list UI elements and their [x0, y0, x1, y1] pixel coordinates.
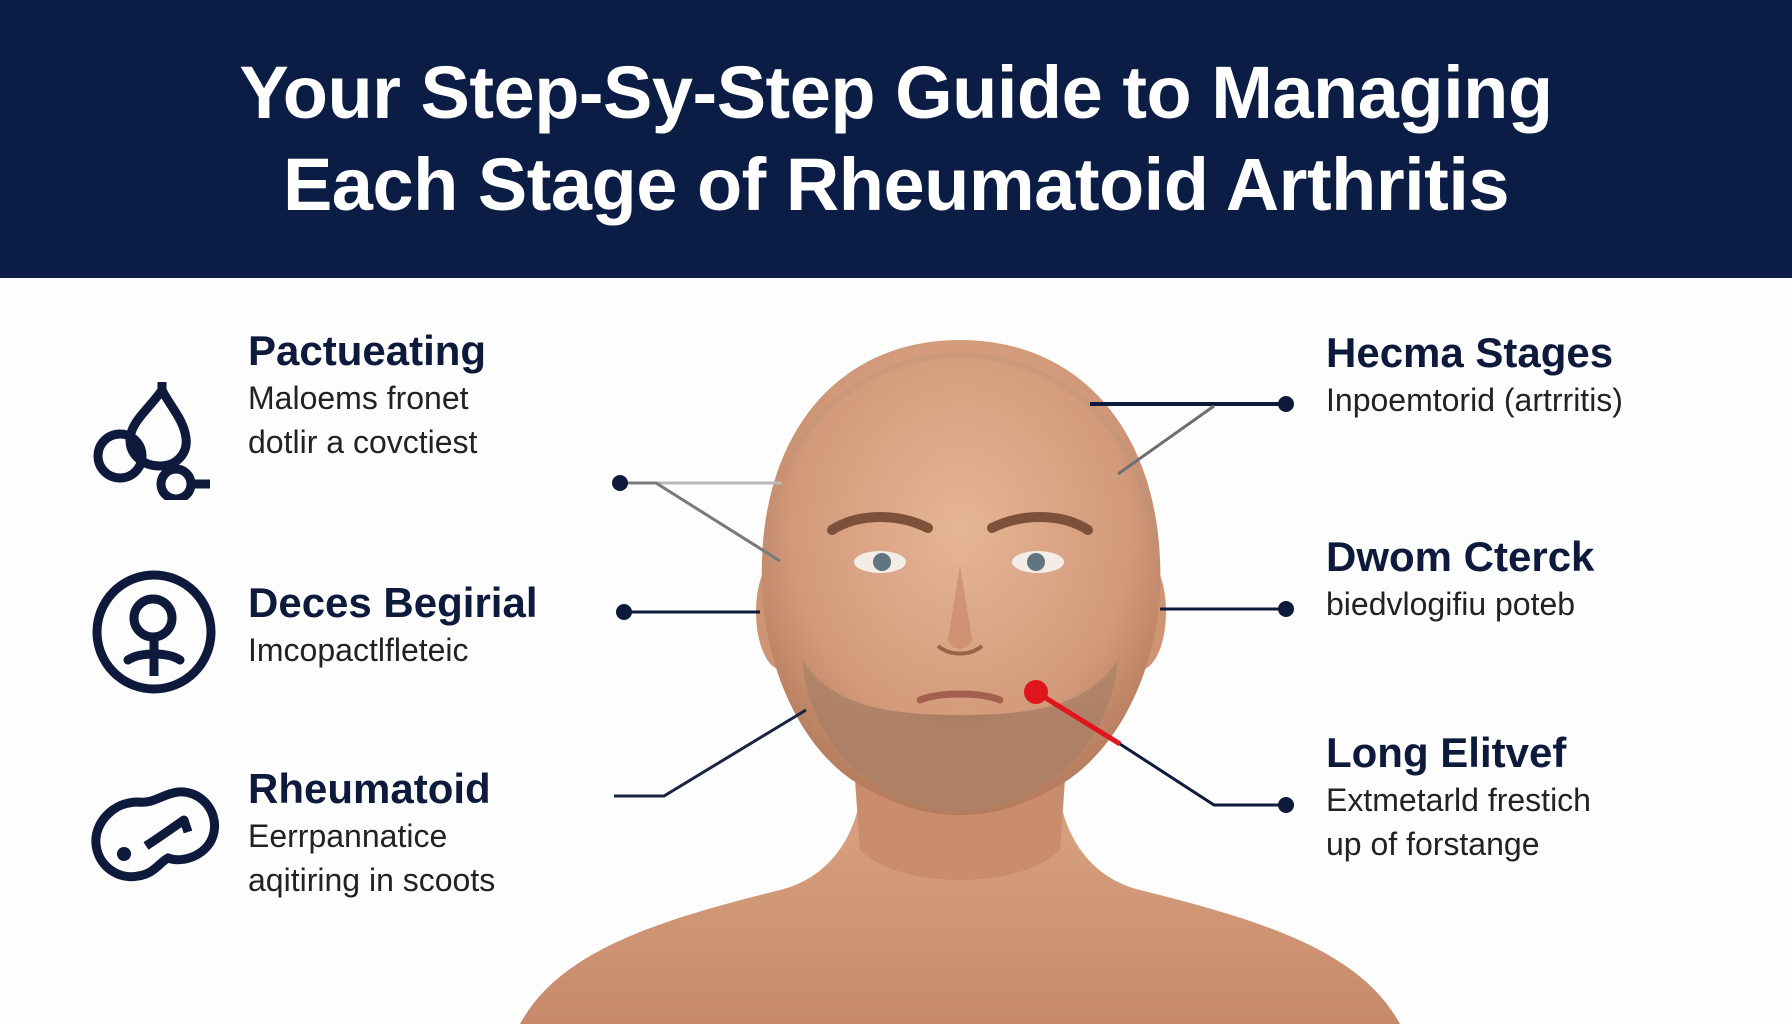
stage-description: Eerrpannatice — [248, 818, 448, 854]
female-symbol-icon — [90, 568, 218, 696]
stage-left-3: Rheumatoid Eerrpannatice aqitiring in sc… — [248, 764, 495, 902]
stage-description: Extmetarld frestich — [1326, 782, 1591, 818]
title-line-2: Each Stage of Rheumatoid Arthritis — [282, 143, 1510, 226]
stage-right-2: Dwom Cterck biedvlogifiu poteb — [1326, 532, 1594, 626]
portrait-figure — [520, 330, 1400, 1024]
stage-description: Imcopactlfleteic — [248, 632, 469, 668]
stage-heading: Rheumatoid — [248, 765, 491, 812]
stage-right-3: Long Elitvef Extmetarld frestich up of f… — [1326, 728, 1591, 866]
infographic-body: Pactueating Maloems fronet dotlir a covc… — [0, 278, 1792, 1024]
callout-right-2 — [1160, 601, 1294, 617]
stage-description: aqitiring in scoots — [248, 862, 496, 898]
portrait-illustration — [520, 340, 1400, 1024]
callout-lines — [612, 396, 1294, 813]
callout-right-1 — [1090, 396, 1294, 476]
joint-link-icon — [88, 780, 222, 890]
stage-heading: Deces Begirial — [248, 579, 538, 626]
callout-left-3 — [614, 708, 807, 798]
red-marker-icon — [1024, 680, 1048, 704]
stage-description: up of forstange — [1326, 826, 1540, 862]
stage-left-1: Pactueating Maloems fronet dotlir a covc… — [248, 326, 486, 464]
stage-description: biedvlogifiu poteb — [1326, 586, 1576, 622]
callout-right-3 — [1024, 680, 1294, 813]
stage-heading: Dwom Cterck — [1326, 533, 1595, 580]
stage-description: Inpoemtorid (artrritis) — [1326, 382, 1623, 418]
stage-description: dotlir a covctiest — [248, 424, 478, 460]
droplet-circles-icon — [90, 370, 220, 500]
stage-heading: Hecma Stages — [1326, 329, 1614, 376]
stage-left-2: Deces Begirial Imcopactlfleteic — [248, 578, 538, 672]
stage-heading: Long Elitvef — [1326, 729, 1567, 776]
stage-right-1: Hecma Stages Inpoemtorid (artrritis) — [1326, 328, 1623, 422]
stage-heading: Pactueating — [248, 327, 487, 374]
stage-description: Maloems fronet — [248, 380, 469, 416]
title-banner: Your Step-Sy-Step Guide to Managing Each… — [0, 0, 1792, 278]
callout-left-2 — [616, 604, 760, 620]
callout-left-1 — [612, 475, 782, 563]
title-line-1: Your Step-Sy-Step Guide to Managing — [239, 51, 1553, 134]
